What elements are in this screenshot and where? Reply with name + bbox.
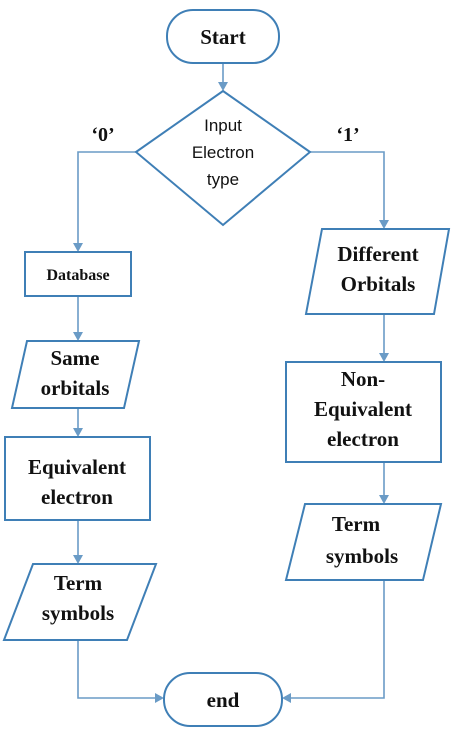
arrowhead-term-left	[73, 555, 83, 564]
branch-label-right: ‘1’	[336, 124, 359, 146]
arrowhead-database	[73, 243, 83, 252]
term-symbols-right-line-2: symbols	[326, 544, 398, 568]
non-equivalent-electron-node: Non- Equivalent electron	[285, 361, 442, 463]
start-label: Start	[200, 25, 246, 49]
term-symbols-left-node: Term symbols	[2, 563, 158, 641]
arrowhead-decision	[218, 82, 228, 91]
arrowhead-end-right	[282, 693, 291, 703]
term-symbols-right-line-1: Term	[332, 512, 381, 536]
arrowhead-non-equivalent	[379, 353, 389, 362]
different-orbitals-node: Different Orbitals	[304, 228, 451, 315]
arrowhead-term-right	[379, 495, 389, 504]
arrowhead-end-left	[155, 693, 164, 703]
same-orbitals-node: Same orbitals	[10, 340, 141, 409]
term-symbols-left-line-1: Term	[54, 571, 103, 595]
decision-diamond-shape	[134, 89, 312, 227]
database-label: Database	[46, 267, 109, 284]
connector-decision-to-different-orbitals	[310, 151, 385, 221]
arrowhead-equivalent	[73, 428, 83, 437]
end-label: end	[207, 688, 240, 712]
start-terminator-shape	[166, 9, 280, 64]
database-process-shape	[24, 251, 132, 297]
arrowhead-same-orbitals	[73, 332, 83, 341]
decision-label-line-3: type	[207, 170, 239, 189]
same-orbitals-line-1: Same	[51, 346, 100, 370]
different-orbitals-line-2: Orbitals	[341, 272, 416, 296]
database-node: Database	[24, 251, 132, 297]
term-symbols-left-io-shape	[2, 563, 158, 641]
connector-term-left-to-end	[77, 640, 155, 699]
connector-decision-to-database	[77, 151, 136, 244]
equivalent-electron-line-2: electron	[41, 485, 113, 509]
connectors	[73, 63, 389, 703]
different-orbitals-io-shape	[304, 228, 451, 315]
end-node: end	[163, 672, 283, 727]
branch-label-left: ‘0’	[91, 124, 114, 146]
decision-node: Input Electron type	[134, 89, 312, 227]
non-equivalent-electron-line-2: Equivalent	[314, 397, 412, 421]
start-node: Start	[166, 9, 280, 64]
equivalent-electron-node: Equivalent electron	[4, 436, 151, 521]
non-equivalent-electron-process-shape	[285, 361, 442, 463]
equivalent-electron-line-1: Equivalent	[28, 455, 126, 479]
same-orbitals-line-2: orbitals	[41, 376, 110, 400]
connector-term-right-to-end	[291, 580, 385, 699]
end-terminator-shape	[163, 672, 283, 727]
decision-label-line-1: Input	[204, 116, 242, 135]
term-symbols-right-node: Term symbols	[284, 503, 443, 581]
term-symbols-right-io-shape	[284, 503, 443, 581]
equivalent-electron-process-shape	[4, 436, 151, 521]
term-symbols-left-line-2: symbols	[42, 601, 114, 625]
different-orbitals-line-1: Different	[337, 242, 418, 266]
same-orbitals-io-shape	[10, 340, 141, 409]
arrowhead-different-orbitals	[379, 220, 389, 229]
non-equivalent-electron-line-1: Non-	[341, 367, 385, 391]
decision-label-line-2: Electron	[192, 143, 254, 162]
non-equivalent-electron-line-3: electron	[327, 427, 399, 451]
